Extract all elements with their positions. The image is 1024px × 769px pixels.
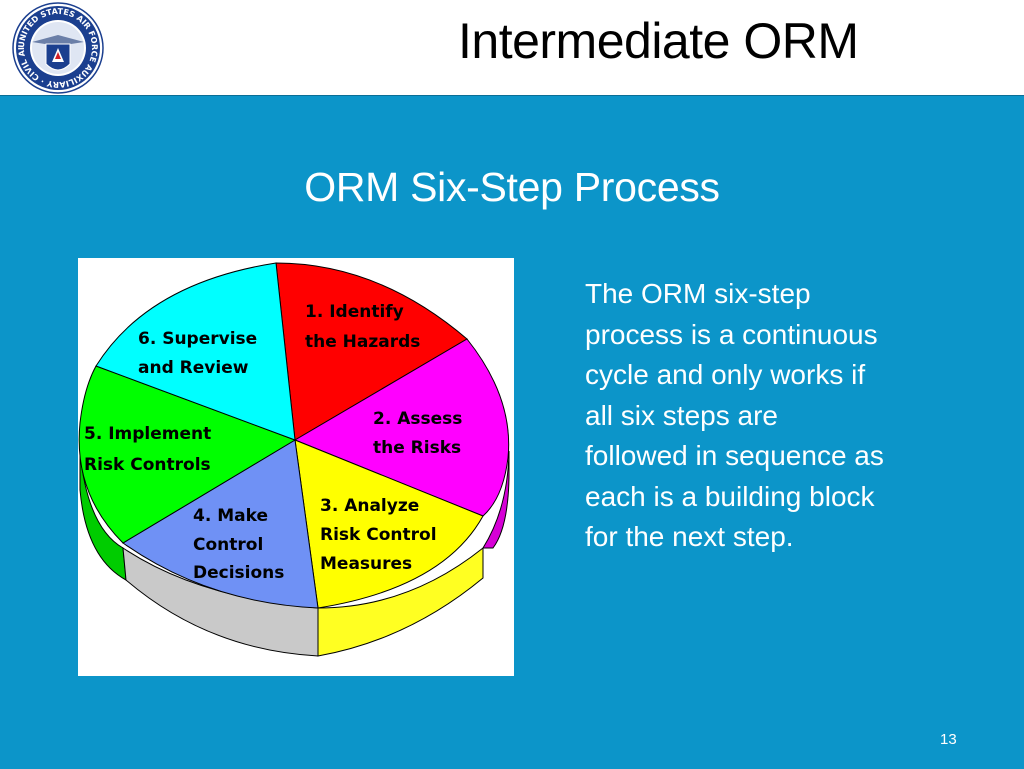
- pie-slice-implement: [78, 365, 297, 544]
- orm-cycle-diagram: 1. Identify the Hazards 2. Assess the Ri…: [78, 258, 514, 676]
- description-line: all six steps are: [585, 399, 778, 431]
- pie-slice-identify: [275, 262, 468, 441]
- description-line: for the next step.: [585, 521, 794, 552]
- description-line: The ORM six-step: [585, 278, 811, 309]
- slide-header: UNITED STATES AIR FORCE AUXILIARY · CIVI…: [0, 0, 1024, 95]
- slide-subtitle: ORM Six-Step Process: [304, 164, 720, 210]
- pie-slice-analyze: [294, 439, 484, 609]
- process-description: The ORM six-step process is a continuous…: [585, 274, 975, 558]
- step-4-label: 4. Make Control Decisions: [193, 506, 284, 583]
- step-6-label: 6. Supervise and Review: [138, 329, 263, 378]
- step-5-label: 5. Implement Risk Controls: [84, 424, 217, 475]
- step-2-label: 2. Assess the Risks: [373, 409, 468, 458]
- description-line: process is a continuous: [585, 318, 878, 350]
- pie-slice-decisions: [122, 439, 319, 609]
- pie-slice-assess: [293, 338, 510, 517]
- step-1-label: 1. Identify the Hazards: [305, 302, 420, 352]
- pie-slice-supervise: [95, 262, 296, 441]
- step-3-label: 3. Analyze Risk Control Measures: [320, 496, 442, 574]
- page-number: 13: [940, 731, 957, 748]
- slide-title: Intermediate ORM: [458, 13, 859, 69]
- civil-air-patrol-seal-icon: UNITED STATES AIR FORCE AUXILIARY · CIVI…: [6, 2, 104, 94]
- description-line: each is a building block: [585, 480, 875, 512]
- pie-side-analyze: [317, 546, 484, 657]
- description-line: cycle and only works if: [585, 359, 866, 390]
- description-line: followed in sequence as: [585, 440, 884, 471]
